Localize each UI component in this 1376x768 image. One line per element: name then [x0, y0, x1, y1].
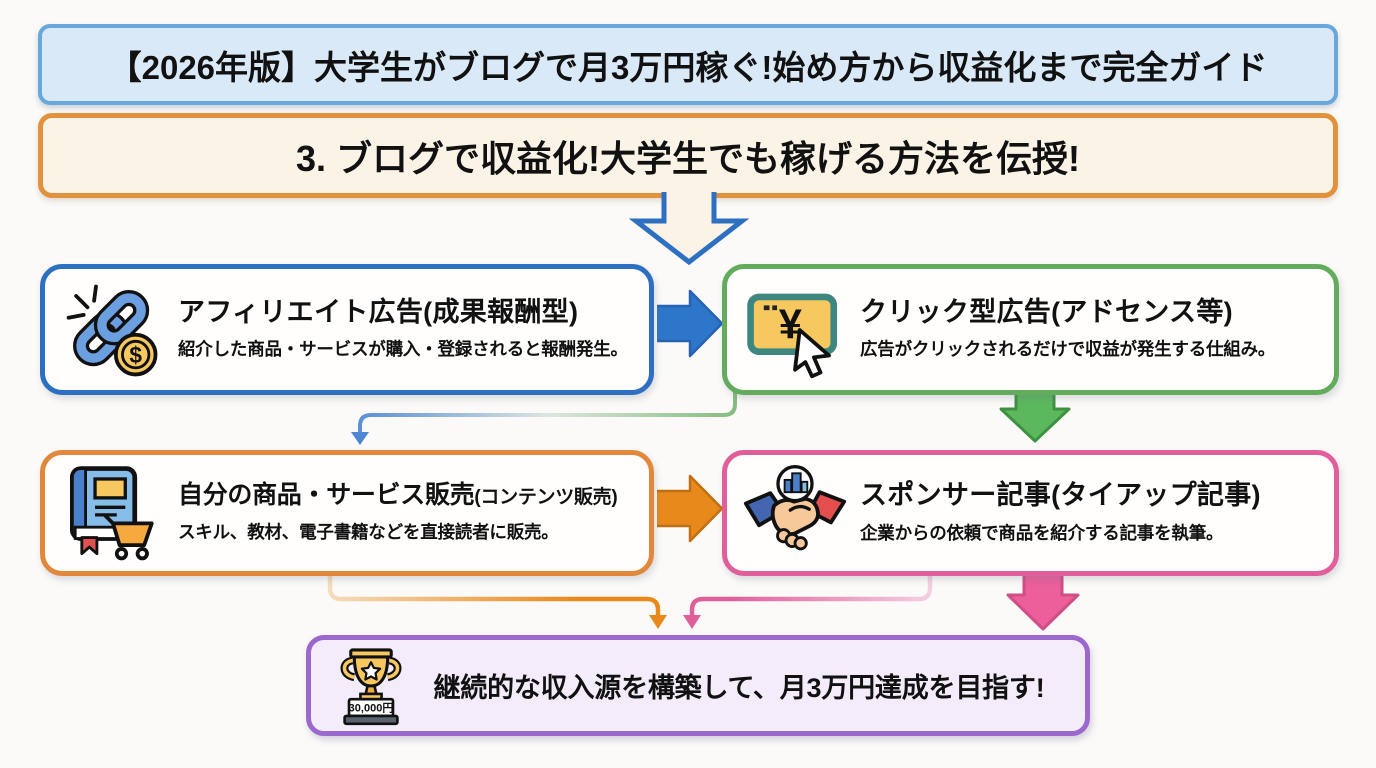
yen-symbol: ¥: [779, 300, 802, 347]
card-own-products-desc: スキル、教材、電子書籍などを直接読者に販売。: [178, 521, 559, 542]
goal-text: 継続的な収入源を構築して、月3万円達成を目指す!: [433, 673, 1045, 703]
card-affiliate-desc: 紹介した商品・サービスが購入・登録されると報酬発生。: [178, 339, 628, 360]
handshake-icon: [743, 461, 847, 565]
page-title-banner: 【2026年版】大学生がブログで月3万円稼ぐ!始め方から収益化まで完全ガイド: [38, 24, 1338, 105]
book-cart-icon: [61, 461, 165, 565]
trophy-icon: 30,000円: [327, 642, 415, 730]
ad-click-icon: ¥: [743, 278, 847, 382]
connector-sponsored-to-goal: [689, 573, 933, 617]
section-title: 3. ブログで収益化!大学生でも稼げる方法を伝授!: [295, 137, 1080, 179]
card-sponsored-desc: 企業からの依頼で商品を紹介する記事を執筆。: [860, 522, 1224, 543]
orange-right-arrow: [657, 474, 724, 543]
card-own-products: 自分の商品・サービス販売(コンテンツ販売) スキル、教材、電子書籍などを直接読者…: [40, 450, 654, 576]
dollar-symbol: $: [129, 342, 142, 368]
pink-down-arrow: [1006, 572, 1080, 631]
card-affiliate: $ アフィリエイト広告(成果報酬型) 紹介した商品・サービスが購入・登録されると…: [40, 264, 654, 395]
section-title-banner: 3. ブログで収益化!大学生でも稼げる方法を伝授!: [38, 113, 1338, 198]
connector-arrowhead-orange: [649, 615, 667, 629]
card-sponsored: スポンサー記事(タイアップ記事) 企業からの依頼で商品を紹介する記事を執筆。: [722, 450, 1339, 576]
connector-arrowhead-blue: [351, 432, 369, 445]
main-down-arrow: [628, 192, 750, 266]
goal-banner: 30,000円 継続的な収入源を構築して、月3万円達成を目指す!: [306, 635, 1090, 736]
card-click-ads-desc: 広告がクリックされるだけで収益が発生する仕組み。: [860, 339, 1276, 360]
chain-link-coin-icon: $: [61, 278, 165, 382]
connector-arrowhead-pink: [683, 615, 701, 629]
card-own-products-title: 自分の商品・サービス販売(コンテンツ販売): [178, 481, 618, 510]
blue-right-arrow: [657, 289, 724, 358]
connector-products-to-goal: [327, 573, 661, 617]
card-affiliate-title: アフィリエイト広告(成果報酬型): [178, 296, 579, 327]
green-down-arrow: [999, 388, 1071, 443]
card-click-ads: ¥ クリック型広告(アドセンス等) 広告がクリックされるだけで収益が発生する仕組…: [722, 264, 1339, 395]
card-click-ads-title: クリック型広告(アドセンス等): [860, 296, 1233, 327]
trophy-amount-label: 30,000円: [349, 701, 394, 714]
card-sponsored-title: スポンサー記事(タイアップ記事): [860, 480, 1261, 511]
page-title: 【2026年版】大学生がブログで月3万円稼ぐ!始め方から収益化まで完全ガイド: [108, 48, 1268, 86]
connector-click-to-products: [358, 392, 737, 434]
